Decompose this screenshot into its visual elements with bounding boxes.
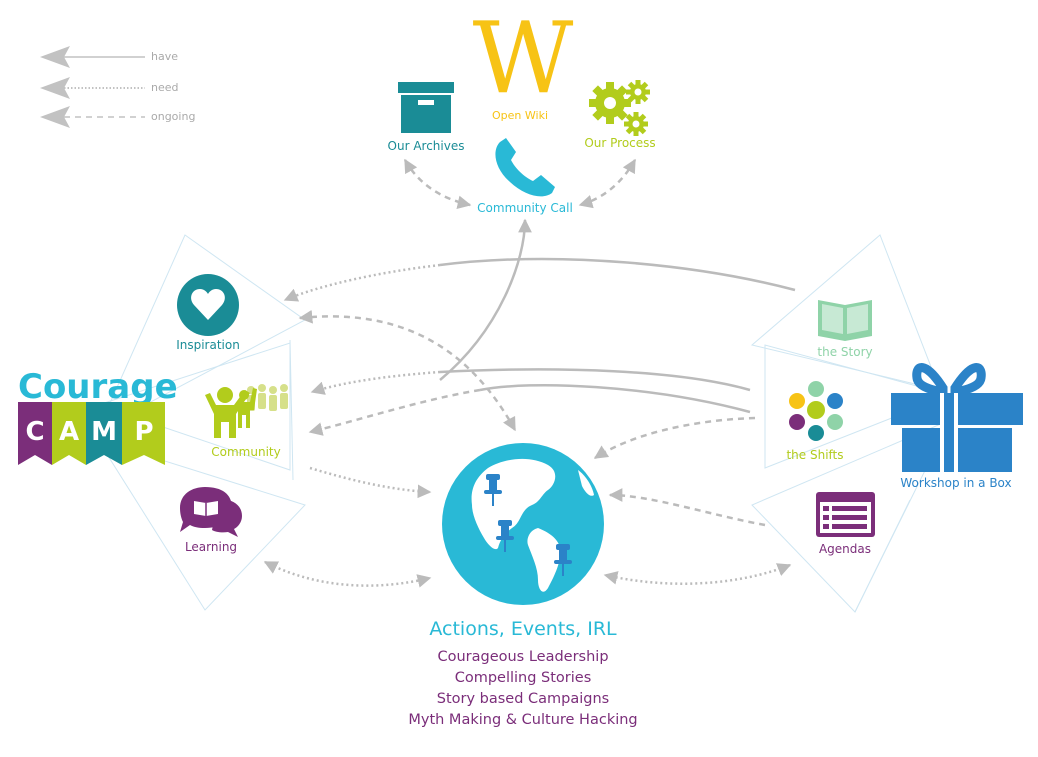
connectors [263,158,796,588]
gears-icon [589,80,650,136]
legend-have-label: have [151,50,178,63]
list-window-icon [816,492,875,537]
agendas-label: Agendas [818,542,872,556]
the-story-label: the Story [817,345,873,359]
wikipedia-w-icon: W [472,2,574,116]
gift-box-icon [891,363,1023,472]
globe-pins-icon [442,443,604,605]
open-book-icon [818,300,872,341]
logo-letter-c: C [25,417,44,447]
actions-list-item: Courageous Leadership [437,649,609,665]
actions-list-item: Myth Making & Culture Hacking [408,712,638,728]
right-triangles [750,234,952,613]
logo-courage-text: Courage [18,367,178,407]
logo-letter-m: M [91,417,117,447]
actions-list-item: Story based Campaigns [436,691,610,707]
actions-list: Courageous Leadership Compelling Stories… [408,647,637,731]
workshop-in-a-box-label: Workshop in a Box [900,476,1012,490]
actions-events-title: Actions, Events, IRL [429,618,617,640]
community-label: Community [211,445,281,459]
legend-ongoing-label: ongoing [151,110,196,123]
legend-need-label: need [151,81,179,94]
courage-camp-logo: Courage C A M P [18,367,178,465]
actions-list-item: Compelling Stories [454,670,592,686]
logo-letter-p: P [134,417,153,447]
book-chat-icon [180,487,242,537]
our-archives-label: Our Archives [387,139,465,153]
legend [40,46,145,128]
learning-label: Learning [184,540,238,554]
legend-have-arrow [40,46,145,68]
our-process-label: Our Process [584,136,656,150]
legend-ongoing-arrow [40,106,145,128]
left-triangles [96,234,306,611]
heart-icon [177,274,239,336]
people-icon [205,384,288,438]
the-shifts-label: the Shifts [786,448,844,462]
archive-box-icon [398,82,454,133]
inspiration-label: Inspiration [176,338,240,352]
open-wiki-label: Open Wiki [492,109,548,122]
community-call-label: Community Call [477,201,573,215]
shifts-hexagon-icon [789,381,843,441]
phone-icon [495,138,555,197]
logo-letter-a: A [59,417,79,447]
legend-need-arrow [40,77,145,99]
